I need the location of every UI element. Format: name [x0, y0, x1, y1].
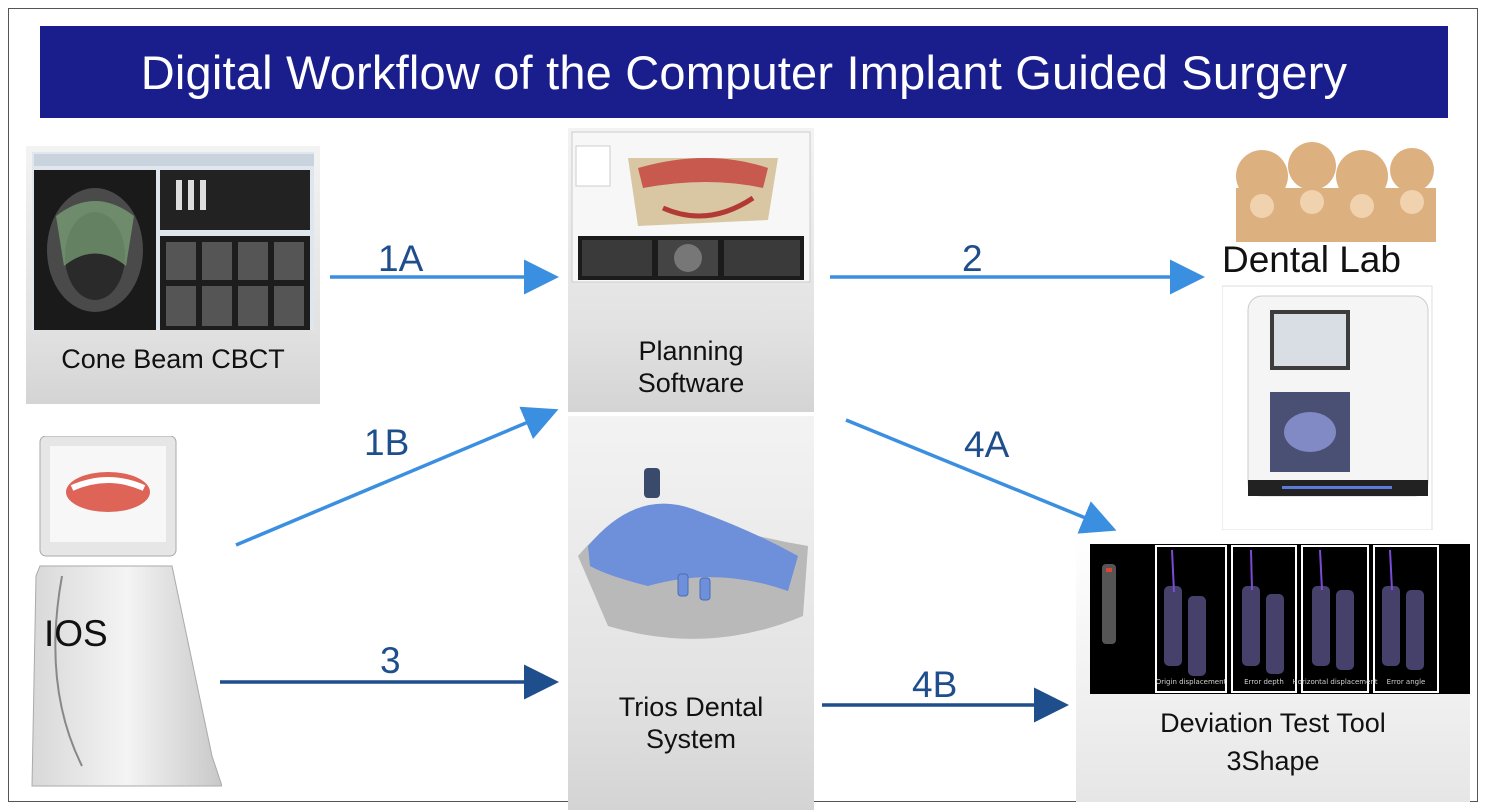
arrow-label-4B: 4B: [912, 664, 958, 705]
caption-horizontal-displacement: Horizontal displacement: [1292, 678, 1377, 686]
arrow-label-3: 3: [380, 640, 401, 681]
caption-error-depth: Error depth: [1244, 678, 1284, 686]
planning-card: Planning Software: [568, 128, 814, 412]
cbct-card: Cone Beam CBCT: [26, 146, 320, 404]
ios-card: IOS: [22, 436, 222, 800]
ios-label: IOS: [44, 613, 108, 654]
ios-scanner-image: [31, 436, 222, 787]
dental-lab-label: Dental Lab: [1222, 239, 1401, 280]
arrow-label-2: 2: [962, 238, 983, 279]
arrow-4A: [845, 418, 1117, 534]
arrow-label-1B: 1B: [364, 422, 410, 463]
cbct-scan-image: [32, 152, 314, 330]
trios-label-line1: Trios Dental: [618, 692, 764, 722]
diagram-title: Digital Workflow of the Computer Implant…: [140, 45, 1348, 99]
caption-origin-displacement: Origin displacement: [1156, 678, 1227, 686]
trios-model-image: [578, 468, 808, 639]
trios-card: Trios Dental System: [568, 416, 814, 810]
deviation-label-line2: 3Shape: [1226, 746, 1320, 776]
dental-lab-card: Dental Lab: [1222, 126, 1438, 530]
cbct-label: Cone Beam CBCT: [61, 344, 285, 374]
planning-label-line1: Planning: [638, 336, 744, 366]
trios-label-line2: System: [645, 724, 737, 754]
planning-software-image: [571, 131, 811, 283]
deviation-tool-image: Origin displacement Error depth Horizont…: [1090, 544, 1470, 694]
deviation-label-line1: Deviation Test Tool: [1160, 708, 1386, 738]
arrow-label-1A: 1A: [378, 238, 424, 279]
deviation-card: Origin displacement Error depth Horizont…: [1076, 536, 1470, 802]
dental-lab-image: [1222, 142, 1436, 530]
caption-error-angle: Error angle: [1387, 678, 1426, 686]
arrow-label-4A: 4A: [964, 424, 1010, 465]
arrow-1B: [235, 406, 559, 547]
title-banner: Digital Workflow of the Computer Implant…: [40, 26, 1448, 118]
planning-label-line2: Software: [637, 368, 745, 398]
